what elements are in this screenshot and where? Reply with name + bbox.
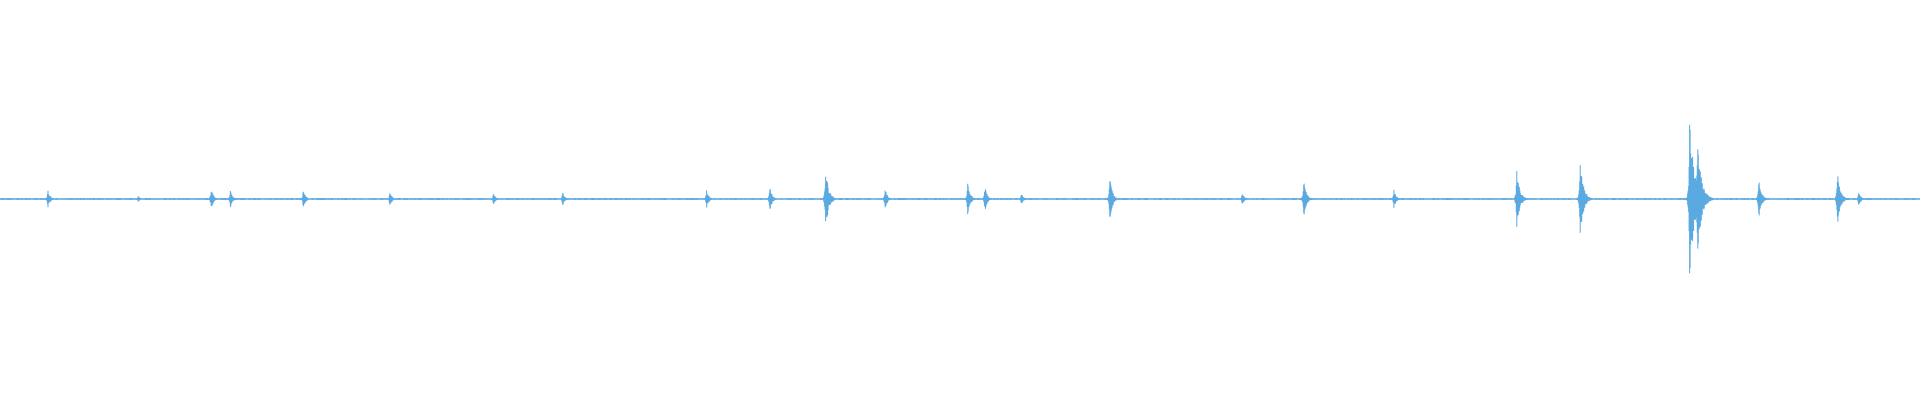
waveform-peak	[387, 193, 395, 205]
waveform-peak	[983, 189, 991, 209]
waveform-peak	[1834, 176, 1848, 222]
waveform-peak	[227, 191, 236, 207]
waveform-peak	[208, 191, 218, 207]
waveform-peak	[1856, 193, 1865, 205]
waveform-peak	[1693, 149, 1713, 249]
waveform-peak	[822, 176, 837, 222]
waveform-peak	[965, 183, 976, 215]
waveform-peak	[1577, 165, 1593, 233]
waveform-peak	[136, 196, 141, 202]
waveform-peak	[1391, 189, 1399, 209]
waveform-peak	[1019, 194, 1026, 204]
waveform-peak	[767, 189, 777, 209]
waveform-peak	[883, 190, 892, 208]
waveform-peak	[560, 193, 568, 205]
waveform-peak	[1300, 183, 1312, 215]
waveform-peak	[1513, 171, 1528, 227]
waveform-peak	[491, 194, 498, 204]
waveform-peak	[704, 190, 713, 208]
waveform-peak	[1755, 182, 1768, 216]
waveform-peak	[301, 191, 309, 207]
waveform-peak	[45, 190, 54, 208]
waveform-peak	[1106, 181, 1118, 217]
waveform-peak	[1240, 194, 1247, 204]
